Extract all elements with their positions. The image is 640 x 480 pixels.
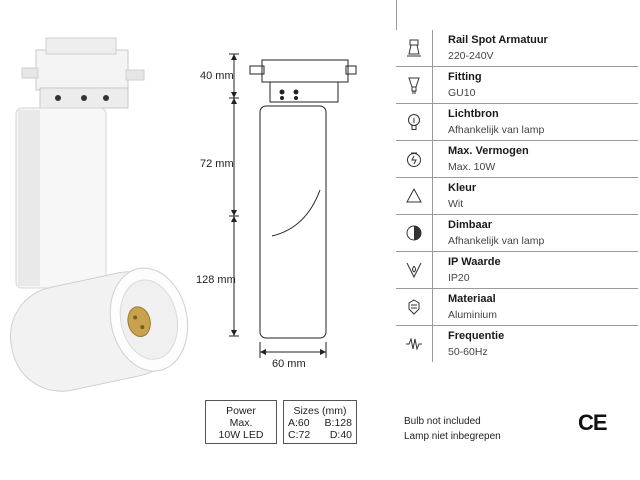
spec-title: Max. Vermogen — [448, 145, 529, 157]
frequency-icon — [396, 326, 433, 362]
spec-title: Kleur — [448, 182, 477, 194]
spec-value: GU10 — [448, 87, 476, 99]
size-a: A:60 — [288, 417, 310, 429]
spec-title: Dimbaar — [448, 219, 493, 231]
power-box: Power Max. 10W LED — [205, 400, 277, 444]
size-d: D:40 — [329, 429, 352, 441]
dimension-40mm: 40 mm — [200, 70, 234, 82]
sizes-title: Sizes (mm) — [293, 405, 347, 417]
fitting-icon — [396, 67, 433, 103]
spec-title: Lichtbron — [448, 108, 499, 120]
spec-value: Wit — [448, 198, 464, 210]
material-icon — [396, 289, 433, 325]
spec-title: IP Waarde — [448, 256, 501, 268]
spec-title: Materiaal — [448, 293, 496, 305]
size-b: B:128 — [324, 417, 352, 429]
divider — [396, 0, 397, 30]
spec-row-materiaal: Materiaal Aluminium — [396, 289, 638, 326]
note-bulb-nl: Lamp niet inbegrepen — [404, 431, 501, 442]
ce-mark: CE — [578, 410, 608, 435]
dimension-lines — [229, 53, 357, 358]
power-icon — [396, 141, 433, 177]
bulb-icon — [396, 104, 433, 140]
spec-value: Afhankelijk van lamp — [448, 235, 545, 247]
spec-value: Max. 10W — [448, 161, 496, 173]
spec-row-ip: IP Waarde IP20 — [396, 252, 638, 289]
color-icon — [396, 178, 433, 214]
dimension-drawing: 40 mm 72 mm 128 mm 60 mm — [196, 40, 370, 370]
dimension-128mm: 128 mm — [196, 274, 236, 286]
spec-title: Fitting — [448, 71, 482, 83]
spec-row-kleur: Kleur Wit — [396, 178, 638, 215]
spec-value: Afhankelijk van lamp — [448, 124, 545, 136]
dimension-60mm: 60 mm — [272, 358, 306, 370]
dimmer-icon — [396, 215, 433, 251]
ip-rating-icon — [396, 252, 433, 288]
spec-row-rail-spot: Rail Spot Armatuur 220-240V — [396, 30, 638, 67]
dimension-72mm: 72 mm — [200, 158, 234, 170]
power-line-3: 10W LED — [218, 429, 264, 441]
spec-row-fitting: Fitting GU10 — [396, 67, 638, 104]
spec-value: 50-60Hz — [448, 346, 488, 358]
power-line-2: Max. — [229, 417, 253, 429]
spec-row-dimbaar: Dimbaar Afhankelijk van lamp — [396, 215, 638, 252]
size-c: C:72 — [288, 429, 311, 441]
sizes-box: Sizes (mm) A:60 B:128 C:72 D:40 — [283, 400, 357, 444]
spec-title: Rail Spot Armatuur — [448, 34, 548, 46]
product-image — [9, 37, 189, 392]
spec-value: Aluminium — [448, 309, 498, 321]
rail-spot-icon — [396, 30, 433, 66]
sizes-row-1: A:60 B:128 — [284, 417, 356, 429]
note-bulb-en: Bulb not included — [404, 416, 481, 427]
sizes-row-2: C:72 D:40 — [284, 429, 356, 441]
spec-row-frequentie: Frequentie 50-60Hz — [396, 326, 638, 362]
spec-row-lichtbron: Lichtbron Afhankelijk van lamp — [396, 104, 638, 141]
spec-value: 220-240V — [448, 50, 494, 62]
power-line-1: Power — [226, 405, 256, 417]
spec-list: Rail Spot Armatuur 220-240V Fitting GU10… — [396, 30, 638, 362]
spec-value: IP20 — [448, 272, 470, 284]
spec-title: Frequentie — [448, 330, 505, 342]
spec-row-vermogen: Max. Vermogen Max. 10W — [396, 141, 638, 178]
